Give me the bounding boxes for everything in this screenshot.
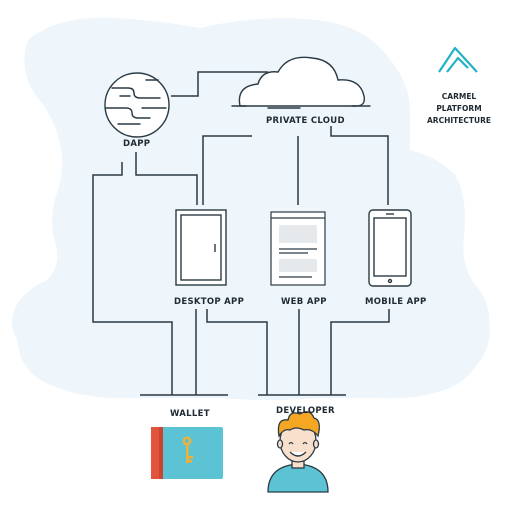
- line-dapp-cloud: [171, 71, 268, 97]
- label-wallet: WALLET: [170, 409, 210, 419]
- label-private-cloud: PRIVATE CLOUD: [266, 116, 345, 126]
- title-line-1: CARMEL: [441, 92, 477, 101]
- title-line-2: PLATFORM: [436, 104, 482, 113]
- planet-icon: [104, 72, 170, 138]
- line-dapp-wallet: [92, 162, 173, 395]
- line-cloud-mobile: [330, 126, 389, 205]
- desktop-icon: [175, 209, 227, 286]
- background-blob: [12, 17, 490, 400]
- diagram-title: CARMEL PLATFORM ARCHITECTURE: [427, 91, 491, 127]
- cloud-icon: [231, 56, 371, 109]
- label-developer: DEVELOPER: [276, 406, 335, 416]
- logo-icon: [438, 46, 478, 73]
- label-desktop-app: DESKTOP APP: [174, 297, 245, 307]
- line-cloud-desktop: [202, 135, 252, 205]
- developer-icon: [267, 411, 329, 493]
- label-mobile-app: MOBILE APP: [365, 297, 427, 307]
- label-web-app: WEB APP: [281, 297, 327, 307]
- connection-lines: [92, 71, 390, 396]
- mobile-icon: [368, 209, 412, 287]
- line-dapp-desktop: [135, 152, 198, 205]
- title-line-3: ARCHITECTURE: [427, 116, 491, 125]
- label-dapp: DAPP: [123, 139, 151, 149]
- line-desktop-developer: [206, 309, 268, 395]
- web-icon: [270, 211, 326, 286]
- wallet-icon: [151, 427, 223, 479]
- line-mobile-developer: [330, 309, 390, 395]
